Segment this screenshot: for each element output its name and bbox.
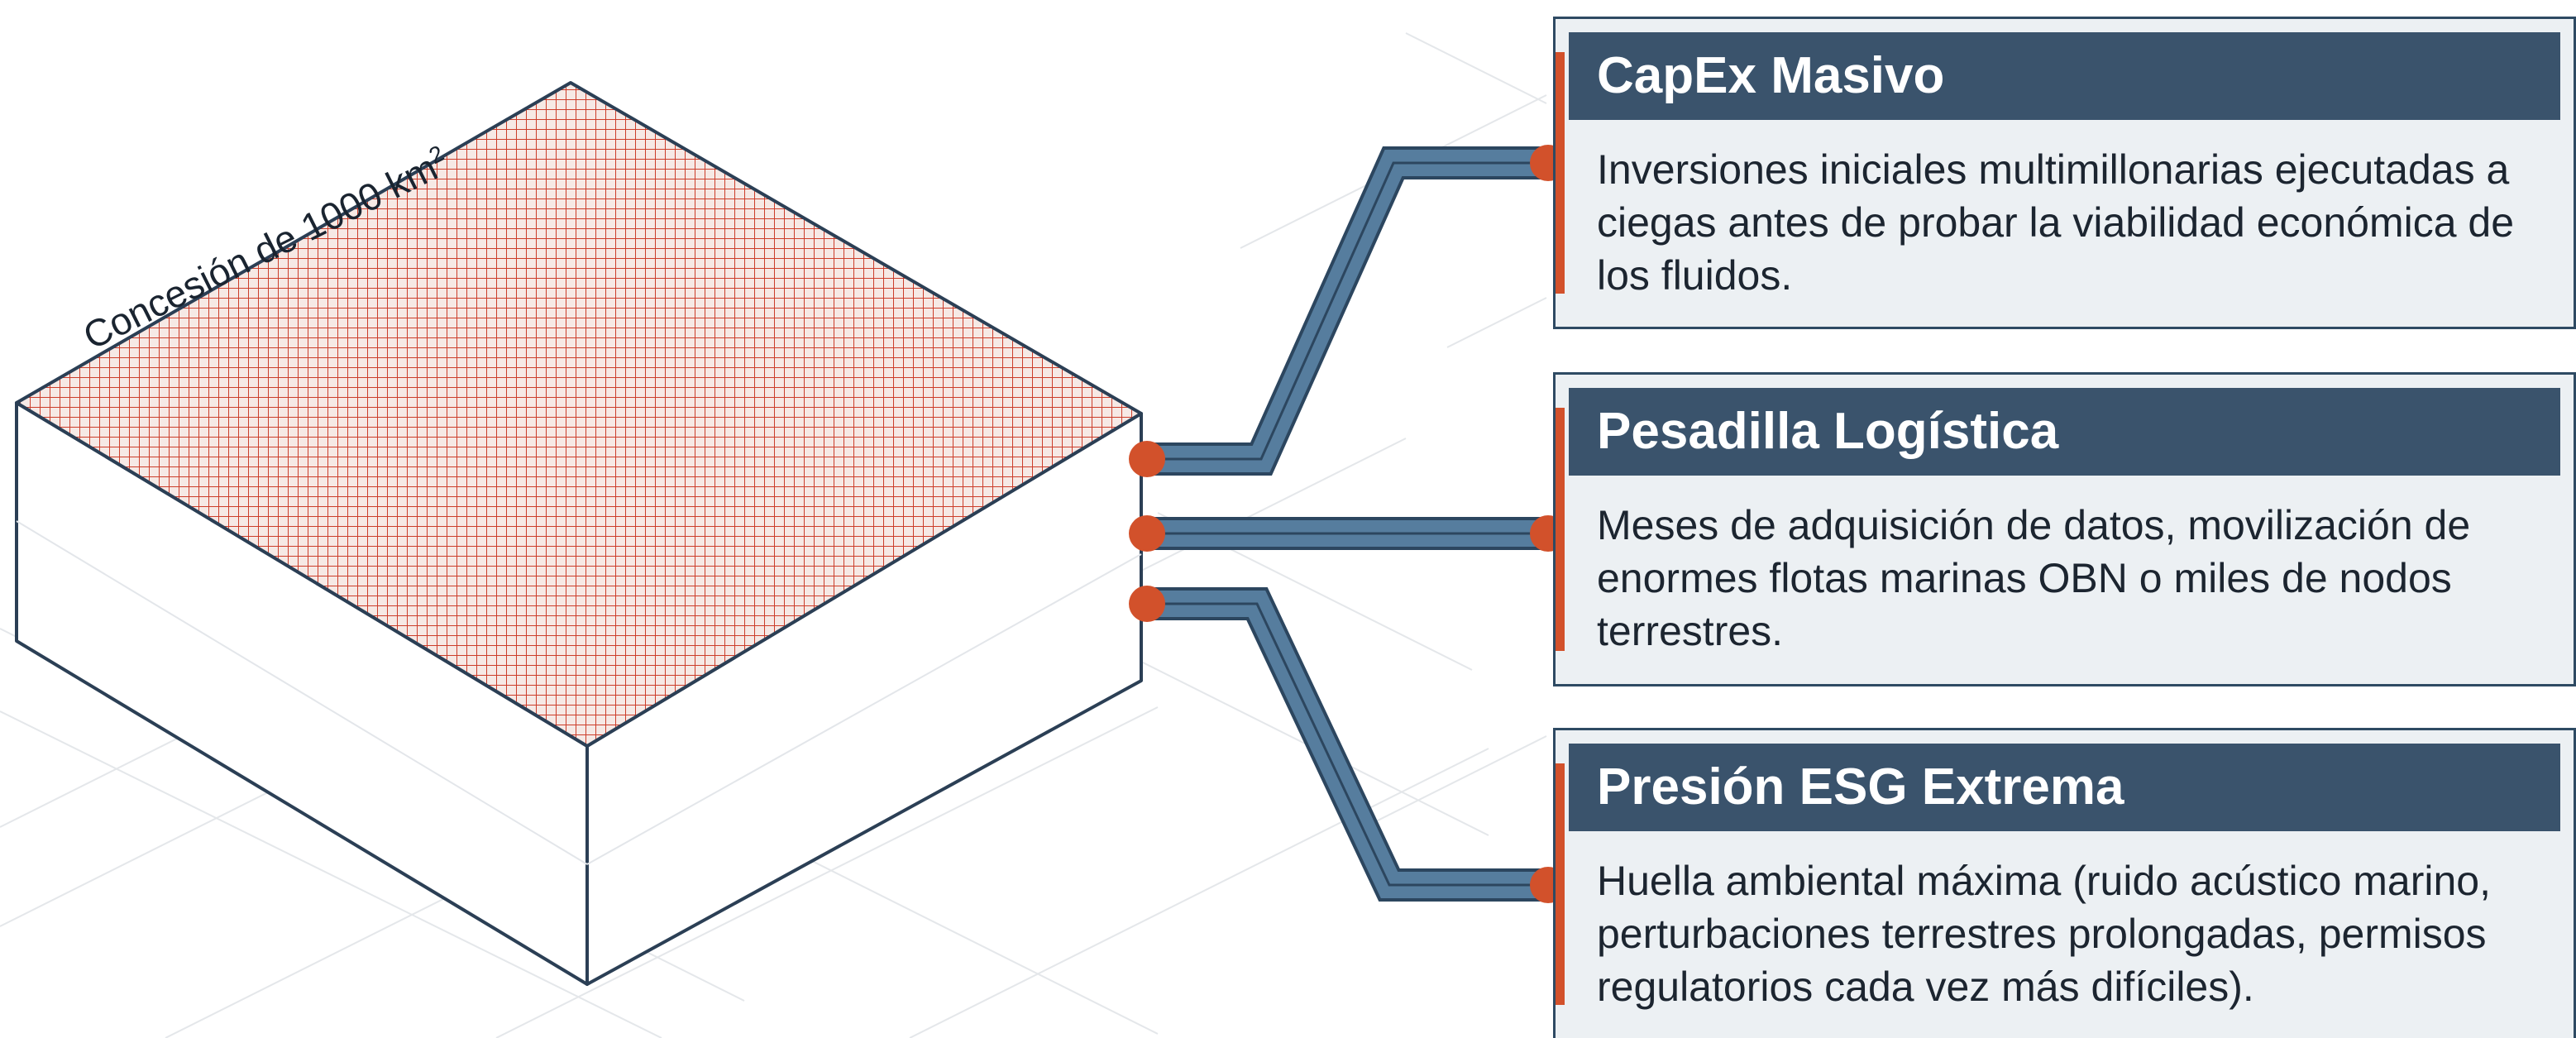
- block-face-lines: [16, 520, 1142, 865]
- connector-capex: [1141, 146, 1546, 476]
- node-block-logistica: [1129, 515, 1165, 552]
- card-accent-bar: [1556, 52, 1565, 294]
- card-title: Presión ESG Extrema: [1569, 744, 2560, 831]
- card-capex: CapEx Masivo Inversiones iniciales multi…: [1553, 17, 2576, 329]
- block-top-face: [15, 81, 1143, 748]
- card-body: Meses de adquisición de datos, movilizac…: [1597, 502, 2471, 654]
- card-accent-bar: [1556, 408, 1565, 651]
- card-title: CapEx Masivo: [1569, 32, 2560, 120]
- node-block-capex: [1129, 441, 1165, 477]
- concession-block: [15, 81, 1143, 986]
- card-esg: Presión ESG Extrema Huella ambiental máx…: [1553, 728, 2576, 1038]
- card-body: Huella ambiental máxima (ruido acústico …: [1597, 858, 2492, 1010]
- card-title: Pesadilla Logística: [1569, 388, 2560, 476]
- node-block-esg: [1129, 586, 1165, 622]
- connectors: [1141, 146, 1546, 902]
- connector-esg: [1141, 587, 1546, 902]
- card-logistica: Pesadilla Logística Meses de adquisición…: [1553, 372, 2576, 686]
- card-body: Inversiones iniciales multimillonarias e…: [1597, 146, 2515, 299]
- card-accent-bar: [1556, 763, 1565, 1005]
